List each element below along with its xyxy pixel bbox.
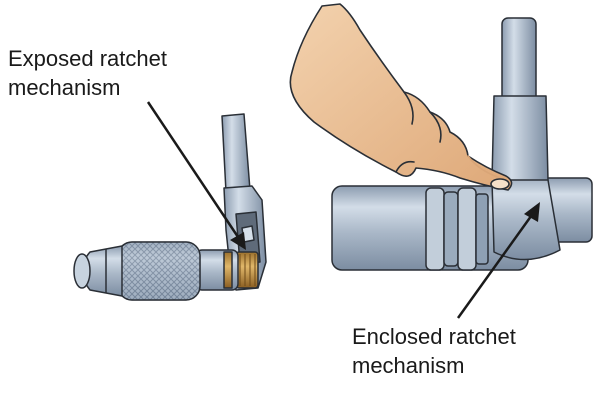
- exposed-ratchet-label: Exposed ratchet mechanism: [8, 44, 167, 102]
- pointing-hand-icon: [289, 3, 513, 191]
- enclosed-ratchet-label: Enclosed ratchet mechanism: [352, 322, 516, 380]
- exposed-tool-handle: [221, 113, 251, 193]
- exposed-pointer-arrow: [146, 101, 246, 250]
- enclosed-pointer-arrow: [456, 202, 540, 319]
- exposed-label-line-1: Exposed ratchet: [8, 46, 167, 71]
- enclosed-label-line-2: mechanism: [352, 353, 465, 378]
- exposed-label-line-2: mechanism: [8, 75, 121, 100]
- enclosed-label-line-1: Enclosed ratchet: [352, 324, 516, 349]
- exposed-ratchet-tool: [73, 113, 267, 301]
- enclosed-ratchet-tool: [331, 17, 593, 271]
